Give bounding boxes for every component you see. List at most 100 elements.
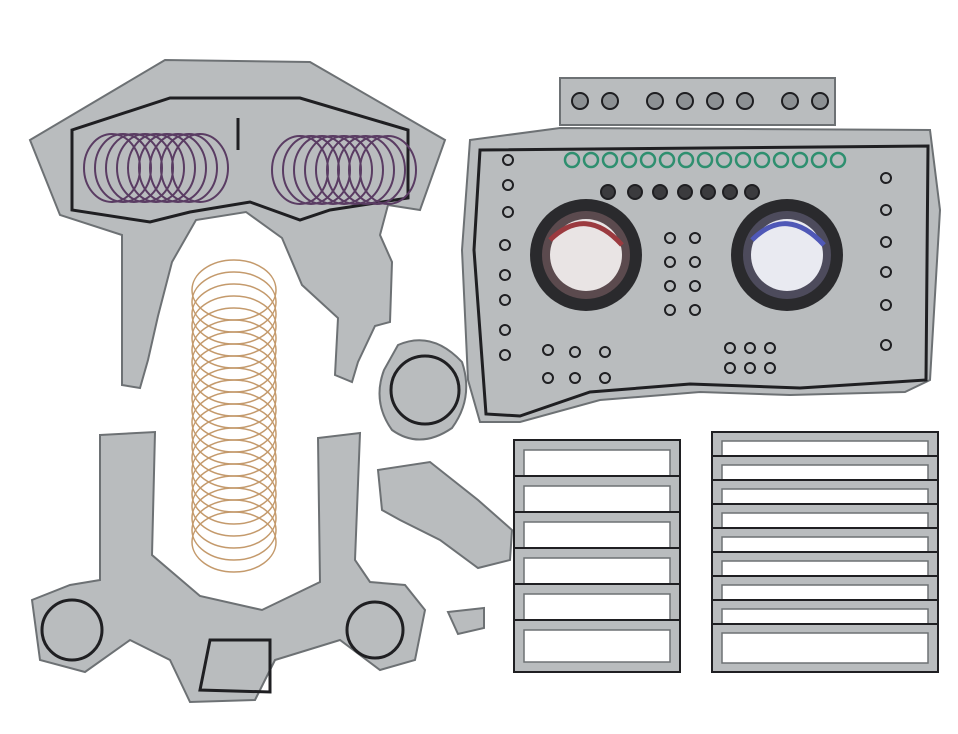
plate-gasket bbox=[376, 460, 514, 570]
valve-cover-gaskets-left-stack bbox=[513, 439, 681, 673]
small-o-ring bbox=[689, 280, 701, 292]
small-o-ring bbox=[724, 362, 736, 374]
small-o-ring bbox=[499, 324, 511, 336]
upper-cover-gasket bbox=[28, 58, 447, 390]
green-o-ring bbox=[563, 151, 581, 169]
strip-bolt-seal bbox=[811, 92, 829, 110]
small-o-ring bbox=[744, 342, 756, 354]
purple-o-rings-left bbox=[83, 133, 229, 203]
lower-housing-gasket bbox=[30, 430, 427, 704]
small-o-ring bbox=[880, 339, 892, 351]
valve-cover-gaskets-right-stack bbox=[711, 431, 939, 673]
small-o-ring bbox=[880, 266, 892, 278]
small-o-ring bbox=[542, 344, 554, 356]
small-o-ring bbox=[764, 342, 776, 354]
small-o-ring bbox=[499, 269, 511, 281]
green-o-ring bbox=[734, 151, 752, 169]
copper-ring bbox=[191, 499, 277, 561]
crank-seal-right bbox=[731, 199, 843, 311]
purple-o-ring bbox=[160, 133, 218, 203]
green-o-ring bbox=[620, 151, 638, 169]
copper-liner-rings bbox=[191, 259, 277, 573]
small-o-ring bbox=[689, 232, 701, 244]
small-o-ring bbox=[499, 349, 511, 361]
purple-o-rings-right bbox=[271, 135, 417, 205]
green-o-ring bbox=[791, 151, 809, 169]
small-o-ring bbox=[569, 372, 581, 384]
small-o-ring bbox=[664, 280, 676, 292]
black-valve-seal bbox=[700, 184, 716, 200]
green-o-ring bbox=[582, 151, 600, 169]
green-o-rings bbox=[563, 151, 847, 169]
purple-o-ring bbox=[127, 133, 185, 203]
purple-o-ring bbox=[348, 135, 406, 205]
small-bracket-gasket bbox=[446, 606, 485, 636]
small-o-ring bbox=[880, 204, 892, 216]
green-o-ring bbox=[772, 151, 790, 169]
green-o-ring bbox=[601, 151, 619, 169]
black-valve-seal bbox=[652, 184, 668, 200]
purple-o-ring bbox=[149, 133, 207, 203]
small-o-ring bbox=[502, 206, 514, 218]
purple-o-ring bbox=[326, 135, 384, 205]
strip-bolt-seal bbox=[736, 92, 754, 110]
small-o-ring bbox=[569, 346, 581, 358]
green-o-ring bbox=[677, 151, 695, 169]
copper-ring bbox=[191, 511, 277, 573]
purple-o-ring bbox=[315, 135, 373, 205]
black-valve-seal bbox=[677, 184, 693, 200]
small-o-ring bbox=[744, 362, 756, 374]
purple-o-ring bbox=[138, 133, 196, 203]
valve-cover-gasket-window bbox=[721, 632, 929, 664]
small-o-ring bbox=[689, 304, 701, 316]
copper-ring bbox=[191, 463, 277, 525]
small-o-ring bbox=[664, 304, 676, 316]
green-o-ring bbox=[829, 151, 847, 169]
small-o-ring bbox=[499, 239, 511, 251]
purple-o-ring bbox=[359, 135, 417, 205]
small-o-ring bbox=[880, 299, 892, 311]
strip-bolt-seal bbox=[601, 92, 619, 110]
small-o-ring bbox=[880, 172, 892, 184]
top-strip-gasket bbox=[559, 77, 836, 126]
small-o-ring bbox=[689, 256, 701, 268]
copper-ring bbox=[191, 487, 277, 549]
purple-o-ring bbox=[337, 135, 395, 205]
green-o-ring bbox=[696, 151, 714, 169]
small-o-ring bbox=[502, 154, 514, 166]
strip-bolt-seal bbox=[646, 92, 664, 110]
small-o-ring bbox=[499, 294, 511, 306]
small-o-ring bbox=[542, 372, 554, 384]
green-o-ring bbox=[715, 151, 733, 169]
small-o-rings bbox=[499, 154, 892, 384]
copper-ring bbox=[191, 475, 277, 537]
small-o-ring bbox=[880, 236, 892, 248]
black-valve-seals bbox=[600, 184, 760, 200]
strip-bolt-seal bbox=[781, 92, 799, 110]
small-o-ring bbox=[599, 372, 611, 384]
small-o-ring bbox=[664, 232, 676, 244]
small-o-ring bbox=[724, 342, 736, 354]
black-valve-seal bbox=[744, 184, 760, 200]
small-o-ring bbox=[664, 256, 676, 268]
black-valve-seal bbox=[627, 184, 643, 200]
purple-o-ring bbox=[171, 133, 229, 203]
strip-bolt-seals bbox=[571, 92, 829, 110]
round-pump-gasket bbox=[378, 339, 468, 441]
small-o-ring bbox=[502, 179, 514, 191]
green-o-ring bbox=[639, 151, 657, 169]
strip-bolt-seal bbox=[676, 92, 694, 110]
green-o-ring bbox=[810, 151, 828, 169]
crank-seal-left bbox=[530, 199, 642, 311]
green-o-ring bbox=[658, 151, 676, 169]
strip-bolt-seal bbox=[706, 92, 724, 110]
black-valve-seal bbox=[722, 184, 738, 200]
small-o-ring bbox=[764, 362, 776, 374]
strip-bolt-seal bbox=[571, 92, 589, 110]
valve-cover-gasket-window bbox=[523, 629, 671, 663]
black-valve-seal bbox=[600, 184, 616, 200]
small-o-ring bbox=[599, 346, 611, 358]
green-o-ring bbox=[753, 151, 771, 169]
